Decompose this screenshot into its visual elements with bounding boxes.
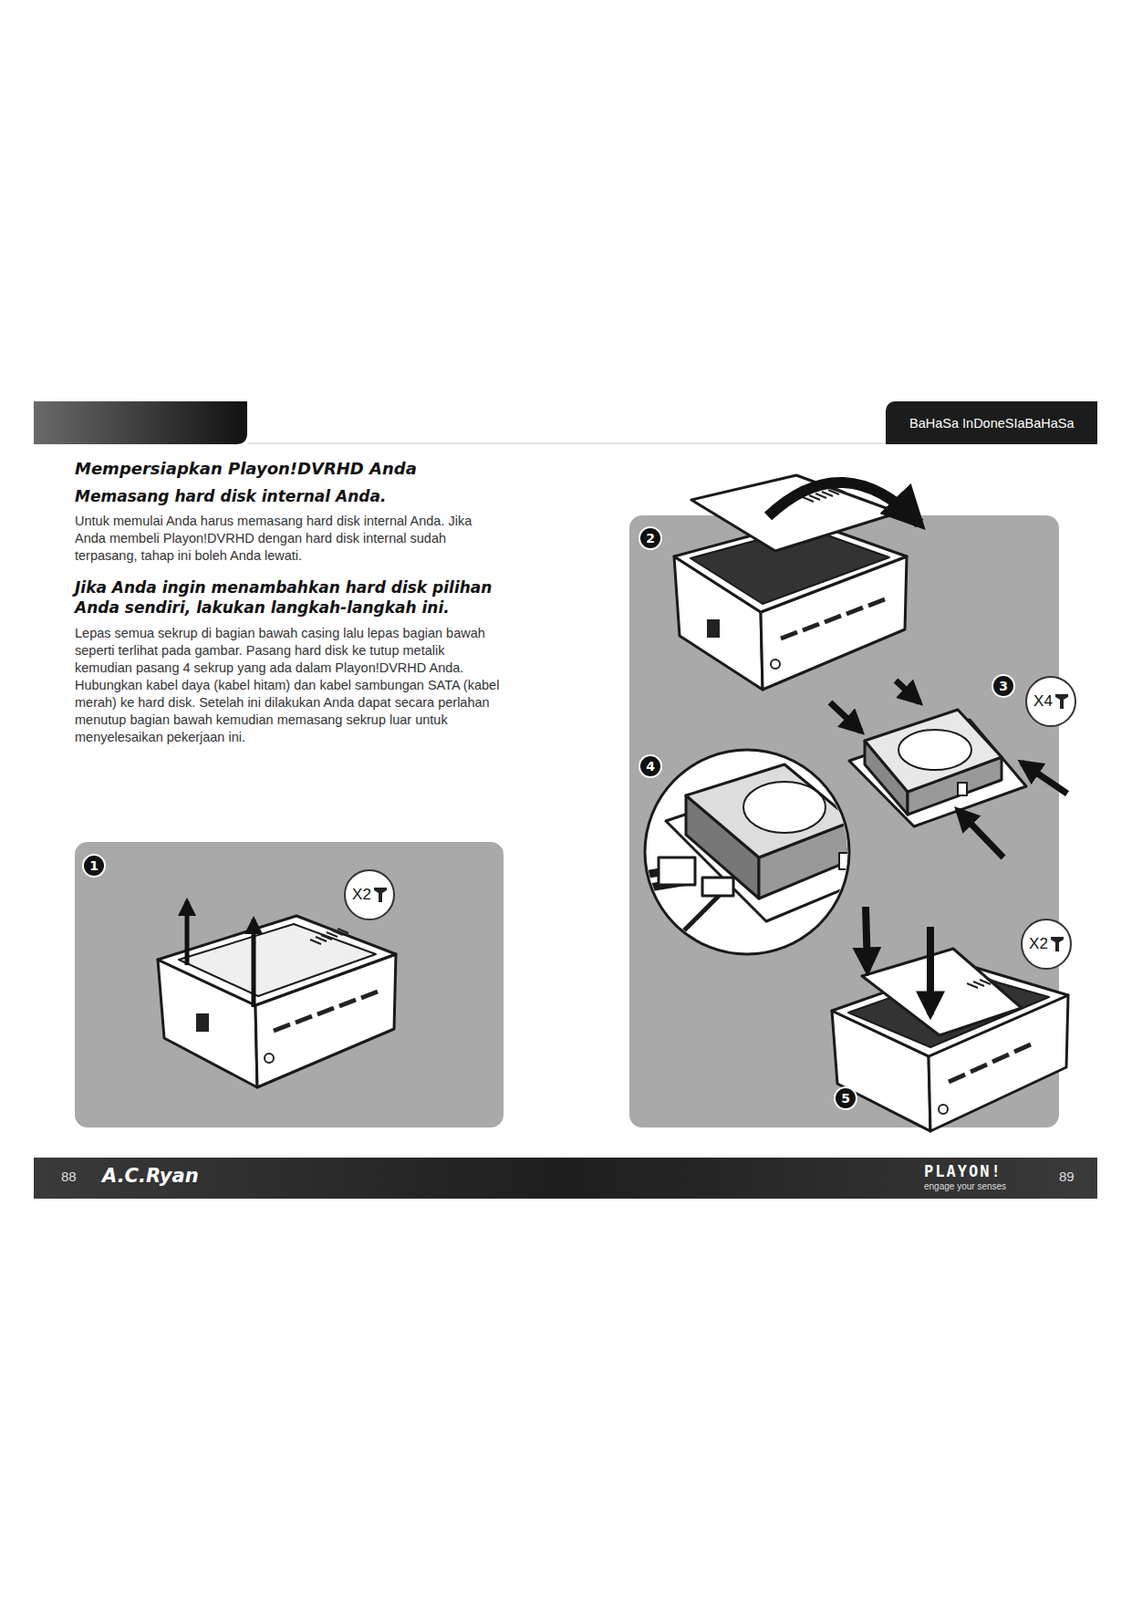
subheading: Jika Anda ingin menambahkan hard disk pi… [74,577,504,618]
header-bar [33,401,248,445]
body-text: Lepas semua sekrup di bagian bawah casin… [74,624,504,747]
quantity-badge: X2 [343,869,395,921]
flip-arrow [768,482,920,524]
device-drawing [674,475,907,690]
callout-number: 2 [638,526,663,551]
vents [197,928,378,1063]
lift-arrow [186,901,254,1008]
hard-disk-drawing [849,709,1027,827]
page-number: 88 [61,1168,77,1184]
page-number: 89 [1059,1168,1075,1184]
callout-text: 1 [89,859,99,873]
device-drawing [831,948,1069,1132]
screw-icon [373,886,387,904]
quantity-text: X2 [1028,934,1049,954]
callout-number: 3 [991,674,1016,698]
callout-number: 4 [638,754,663,779]
screw-icon [1055,693,1069,710]
vents [707,488,885,669]
page-title: Mempersiapkan Playon!DVRHD Anda [74,458,504,478]
connector-detail [638,764,876,940]
step-panel [74,841,504,1128]
band-text: BaHaSa InDoneSIaBaHaSa [909,415,1075,431]
product-logo: engage your senses [924,1181,1007,1192]
callout-text: 4 [645,759,655,773]
screw-icon [1050,935,1064,953]
footer-band: 88 A.C.Ryan PLAYON!engage your senses 89 [33,1157,1098,1199]
callout-text: 2 [645,531,655,545]
product-logo: PLAYON! [924,1162,1003,1181]
vents [938,977,1031,1114]
screw-arrow [865,906,931,1015]
header-rule [247,442,886,445]
text-column: Mempersiapkan Playon!DVRHD AndaMemasang … [74,458,504,747]
brand-logo: A.C.Ryan [102,1164,199,1187]
callout-text: 5 [841,1091,851,1105]
quantity-badge: X4 [1025,675,1077,727]
quantity-text: X4 [1033,692,1053,711]
callout-text: 3 [998,679,1008,693]
body-text: Untuk memulai Anda harus memasang hard d… [74,512,504,565]
device-drawing [157,915,396,1088]
callout-number: 1 [82,853,106,878]
quantity-text: X2 [352,885,372,904]
quantity-badge: X2 [1020,918,1072,970]
callout-number: 5 [833,1086,858,1111]
subheading: Memasang hard disk internal Anda. [74,487,504,506]
language-band: BaHaSa InDoneSIaBaHaSa [885,401,1098,445]
